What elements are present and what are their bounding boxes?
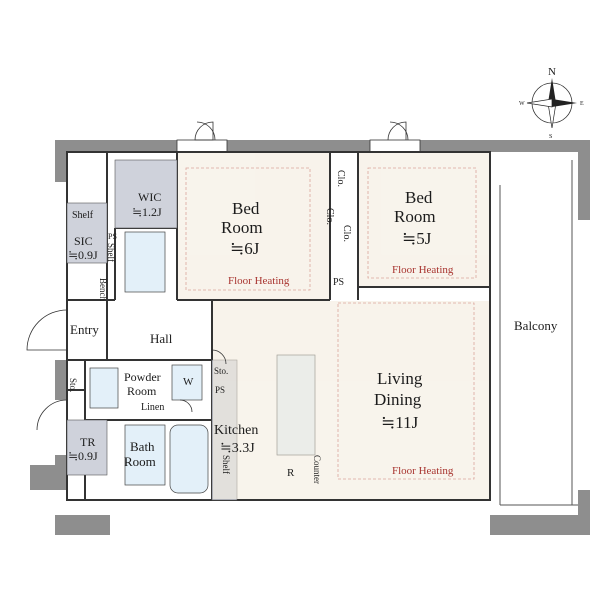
ps-label-3: PS [333,277,344,288]
shelf-kitchen-label: Shelf [221,455,231,474]
sic-label: SIC [74,234,93,248]
living-dining-label-line2: Dining [374,390,422,409]
exterior-walls [30,140,590,535]
clo-label-3: Clo. [341,225,352,242]
bed-room-2-floor-heating: Floor Heating [392,264,454,276]
ps-label-2: PS [215,385,225,395]
kitchen-size: ≒3.3J [220,441,255,456]
bed-room-1-size: ≒6J [230,239,260,258]
washer-label: W [183,376,194,388]
wic-label: WIC [138,190,161,204]
entry-label: Entry [70,322,99,337]
bed-room-1-floor-heating: Floor Heating [228,275,290,287]
bed-room-2-label-line2: Room [394,207,436,226]
bench-label: Bench [98,278,108,301]
counter-label: Counter [312,455,322,484]
bed-room-1-label-line1: Bed [232,199,260,218]
living-floor-heating: Floor Heating [392,465,454,477]
tr-size: ≒0.9J [68,449,98,463]
ps-label-1: PS [108,232,117,241]
living-dining-size: ≒11J [381,413,419,432]
compass-n: N [548,66,556,78]
balcony-label: Balcony [514,318,558,333]
shelf-label-top: Shelf [72,210,94,221]
bed-room-2-label-line1: Bed [405,188,433,207]
sic-size: ≒0.9J [68,248,98,262]
sto-label-1: Sto. [68,378,78,392]
balcony-outline [499,160,578,506]
living-dining-label-line1: Living [377,369,423,388]
bed-room-2-size: ≒5J [402,229,432,248]
sto-label-2: Sto. [214,366,228,376]
wic-size: ≒1.2J [132,205,162,219]
hall-label: Hall [150,331,173,346]
bath-room-label-line1: Bath [130,439,155,454]
kitchen-label: Kitchen [214,423,258,438]
shelf-vertical-label: Shelf [106,243,116,262]
compass-rose-icon [526,78,577,129]
room-fills [178,153,489,499]
powder-room-label-line2: Room [127,384,157,398]
tr-label: TR [80,435,95,449]
doors [26,309,227,431]
top-windows [176,121,421,153]
powder-room-label-line1: Powder [124,370,161,384]
fridge-label: R [287,467,295,479]
compass-w: W [519,101,525,107]
clo-label-1: Clo. [335,170,346,187]
linen-label: Linen [141,402,164,413]
bed-room-1-label-line2: Room [221,218,263,237]
bath-room-label-line2: Room [124,454,156,469]
compass-s: S [549,134,552,140]
clo-label-2: Clo. [324,208,335,225]
compass-e: E [580,101,584,107]
